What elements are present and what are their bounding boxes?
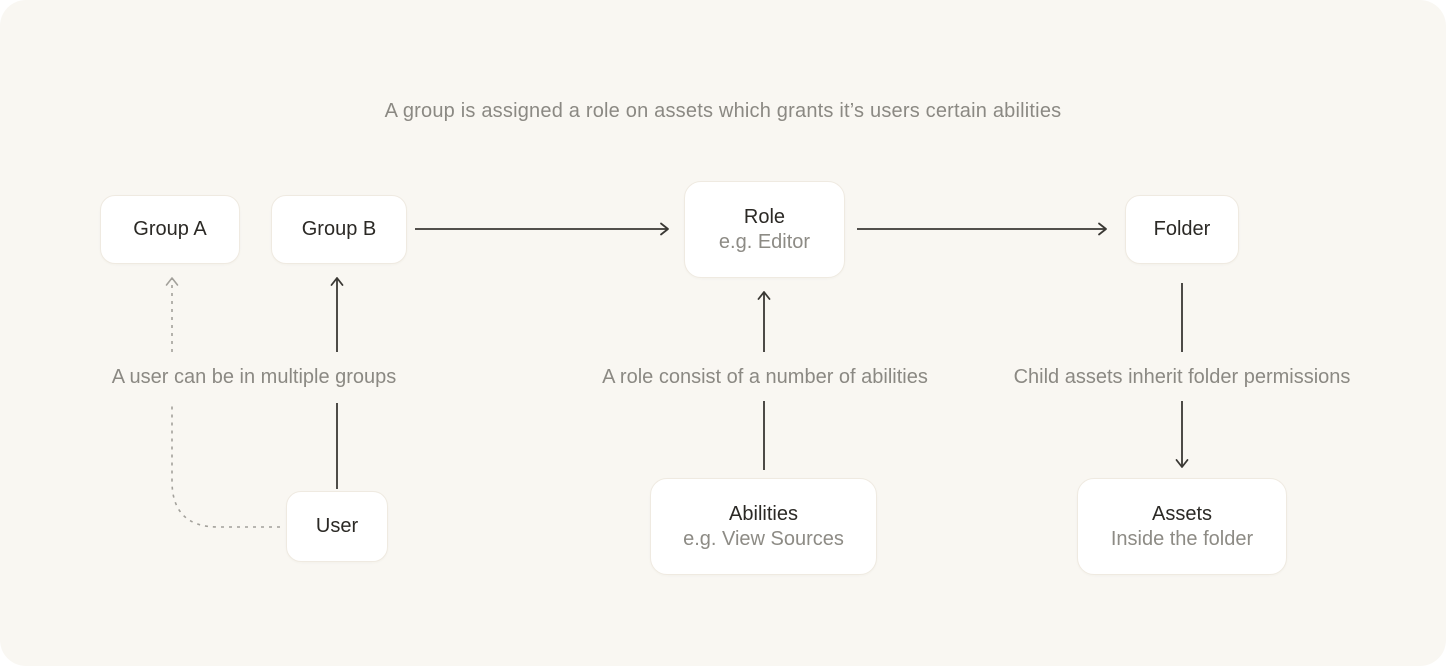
edge-label-role-abilities: A role consist of a number of abilities — [602, 366, 928, 388]
node-user: User — [286, 491, 388, 562]
node-group-b-label: Group B — [301, 218, 377, 240]
node-abilities: Abilities e.g. View Sources — [650, 478, 877, 575]
node-role: Role e.g. Editor — [684, 181, 845, 278]
node-abilities-label: Abilities — [729, 502, 798, 525]
node-group-b: Group B — [271, 195, 407, 264]
edge-label-user-groups: A user can be in multiple groups — [111, 366, 397, 388]
node-group-a: Group A — [100, 195, 240, 264]
diagram-title: A group is assigned a role on assets whi… — [384, 100, 1062, 122]
node-role-sublabel: e.g. Editor — [718, 230, 811, 253]
node-folder-label: Folder — [1153, 218, 1211, 240]
node-user-label: User — [315, 515, 359, 537]
edge-label-folder-permissions: Child assets inherit folder permissions — [1013, 366, 1351, 388]
node-assets: Assets Inside the folder — [1077, 478, 1287, 575]
node-assets-sublabel: Inside the folder — [1110, 527, 1254, 550]
node-role-label: Role — [743, 205, 786, 228]
node-group-a-label: Group A — [133, 218, 207, 240]
edge-user-groupa-lower — [171, 403, 280, 528]
node-assets-label: Assets — [1151, 502, 1213, 525]
node-abilities-sublabel: e.g. View Sources — [683, 527, 844, 550]
node-folder: Folder — [1125, 195, 1239, 264]
